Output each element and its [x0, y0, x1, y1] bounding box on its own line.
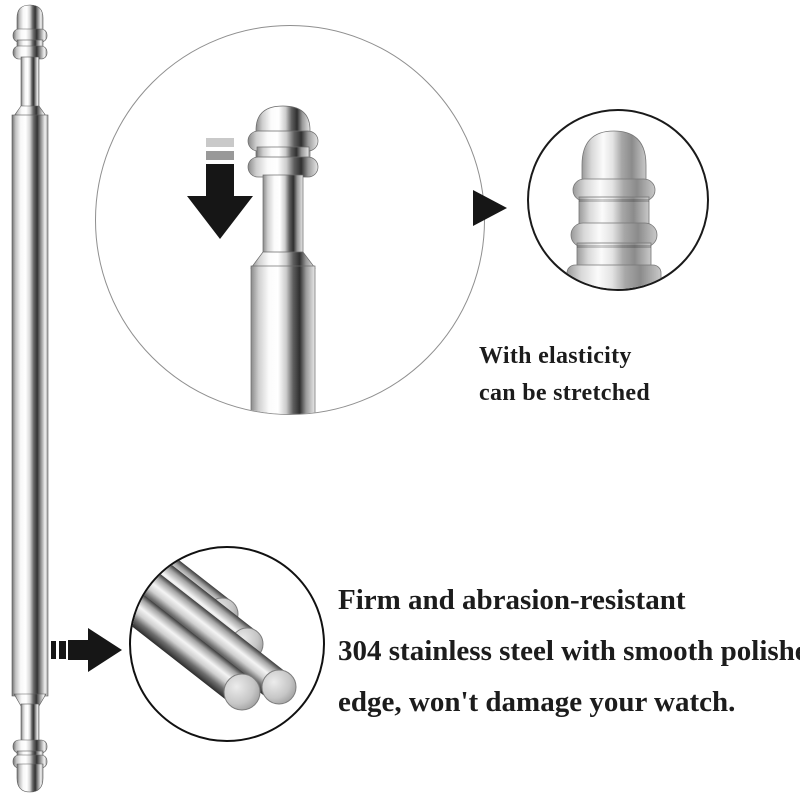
spring-bar-pin-image: [11, 4, 49, 793]
pin-shaft: [11, 4, 49, 793]
steel-note: Firm and abrasion-resistant 304 stainles…: [338, 575, 800, 728]
elasticity-note-line1: With elasticity: [479, 343, 632, 369]
steel-rods: [131, 548, 297, 711]
elasticity-note: With elasticity can be stretched: [479, 338, 650, 412]
magnifier-circle-tip: [95, 25, 485, 415]
arrow-right-icon: [51, 628, 122, 672]
steel-note-line1: Firm and abrasion-resistant: [338, 584, 686, 616]
arrow-down-icon: [187, 138, 253, 239]
steel-rods-bundle: [131, 548, 297, 711]
magnified-pin-tip: [247, 105, 319, 414]
closeup-pin-tip: [566, 130, 662, 289]
elasticity-note-line2: can be stretched: [479, 380, 650, 406]
steel-note-line2: 304 stainless steel with smooth polished: [338, 635, 800, 667]
tip-closeup: [566, 130, 662, 289]
steel-note-line3: edge, won't damage your watch.: [338, 686, 736, 718]
triangle-right-icon: [473, 190, 507, 226]
magnifier-circle-closeup: [527, 109, 709, 291]
magnifier-circle-rods: [129, 546, 325, 742]
magnified-tip-scene: [187, 105, 319, 414]
